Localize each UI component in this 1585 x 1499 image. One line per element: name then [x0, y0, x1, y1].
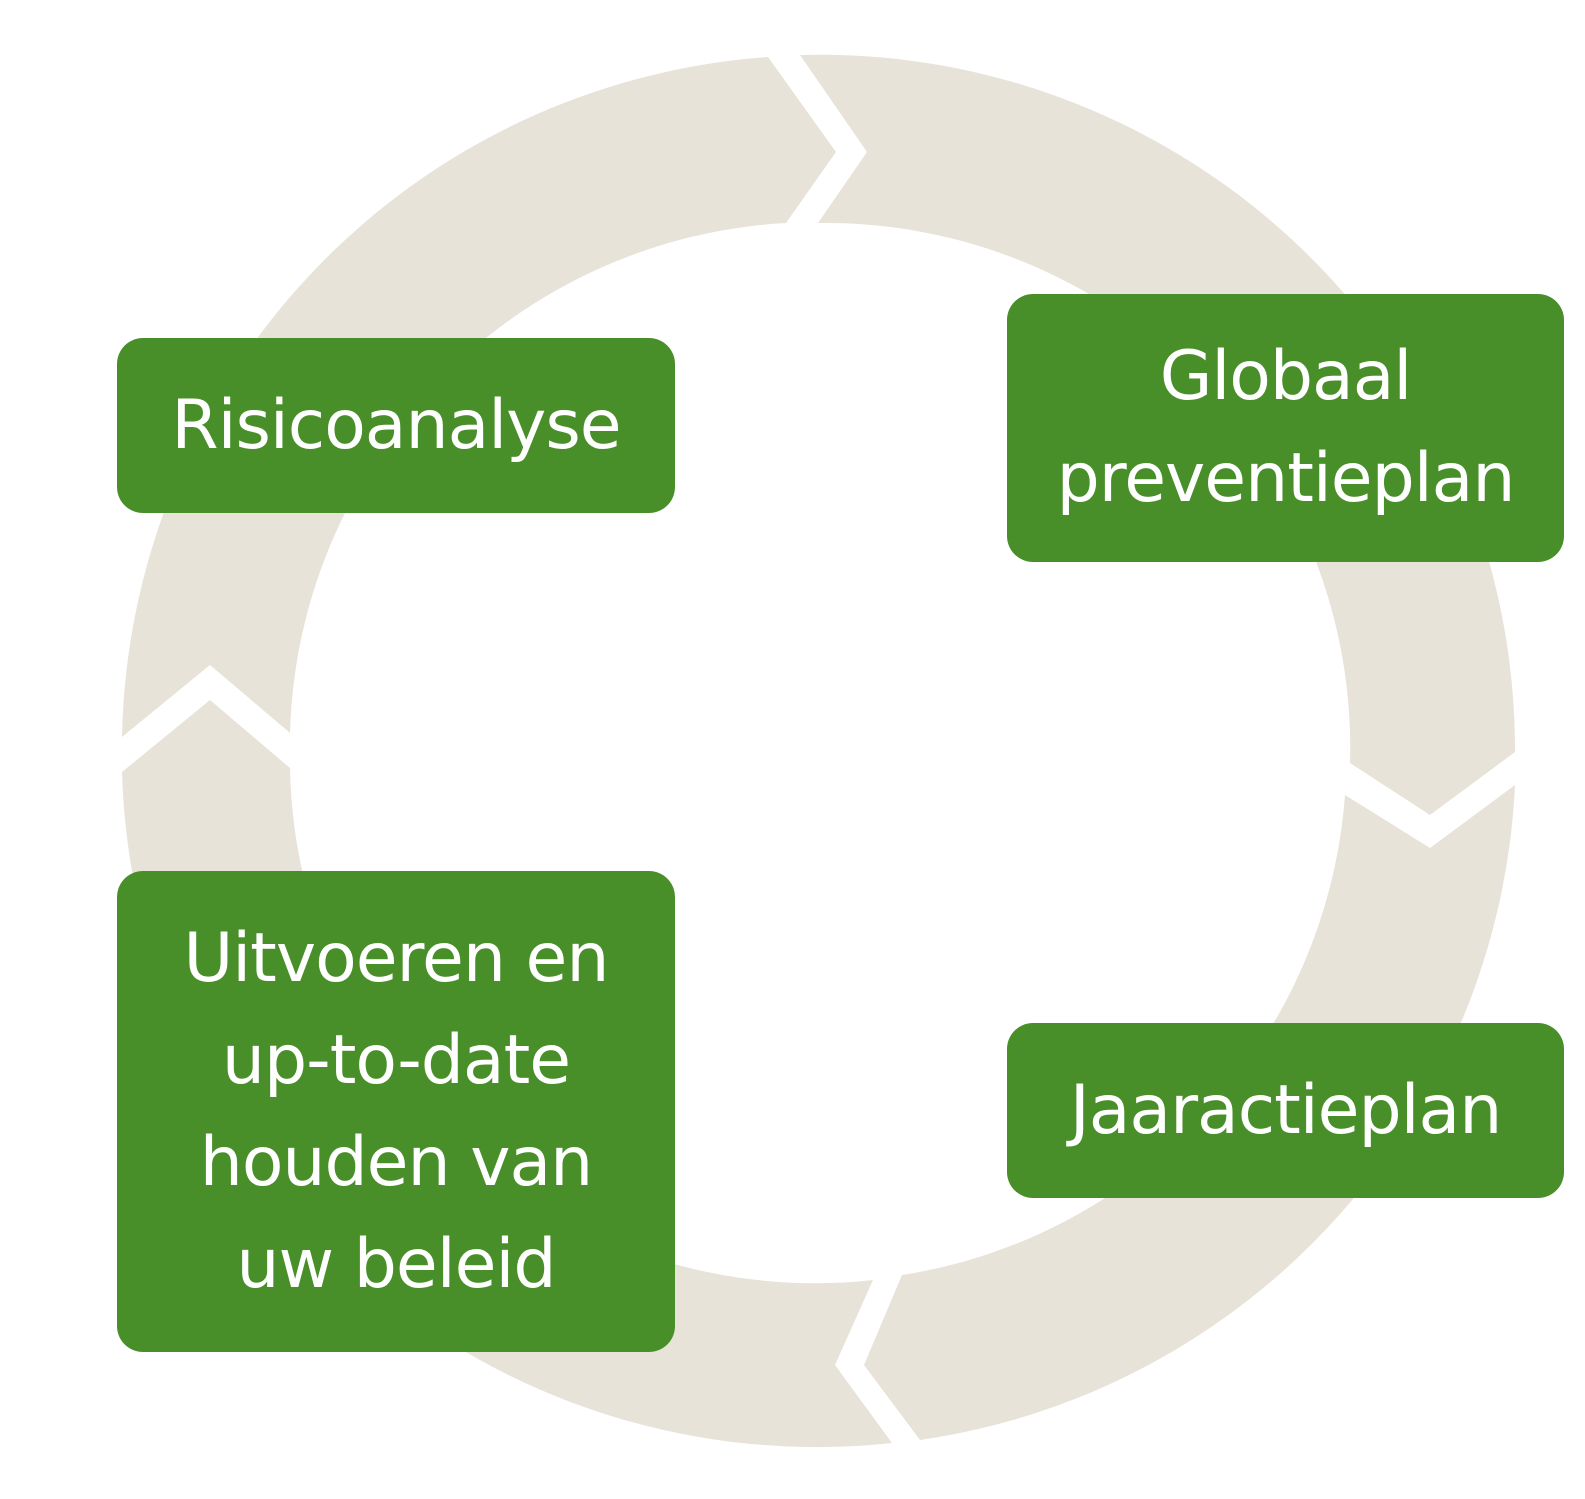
step-globaal-preventieplan: Globaal preventieplan — [1007, 294, 1564, 562]
ring-segment-top-left — [122, 57, 836, 737]
ring-segment-bottom-right — [864, 785, 1515, 1440]
step-preventieplan-line-2: preventieplan — [1056, 439, 1516, 518]
step-uitvoeren-beleid: Uitvoeren en up-to-date houden van uw be… — [117, 871, 675, 1352]
step-uitvoeren-line-1: Uitvoeren en — [183, 918, 610, 998]
step-risicoanalyse: Risicoanalyse — [117, 338, 675, 513]
step-uitvoeren-line-4: uw beleid — [236, 1224, 556, 1304]
step-jaaractieplan-line: Jaaractieplan — [1069, 1070, 1503, 1150]
step-preventieplan-line-1: Globaal — [1159, 337, 1413, 416]
step-jaaractieplan: Jaaractieplan — [1007, 1023, 1564, 1198]
step-uitvoeren-line-3: houden van — [199, 1122, 594, 1202]
step-risicoanalyse-line: Risicoanalyse — [171, 385, 621, 465]
ring-segment-top-right — [800, 54, 1516, 815]
step-uitvoeren-line-2: up-to-date — [221, 1020, 571, 1100]
